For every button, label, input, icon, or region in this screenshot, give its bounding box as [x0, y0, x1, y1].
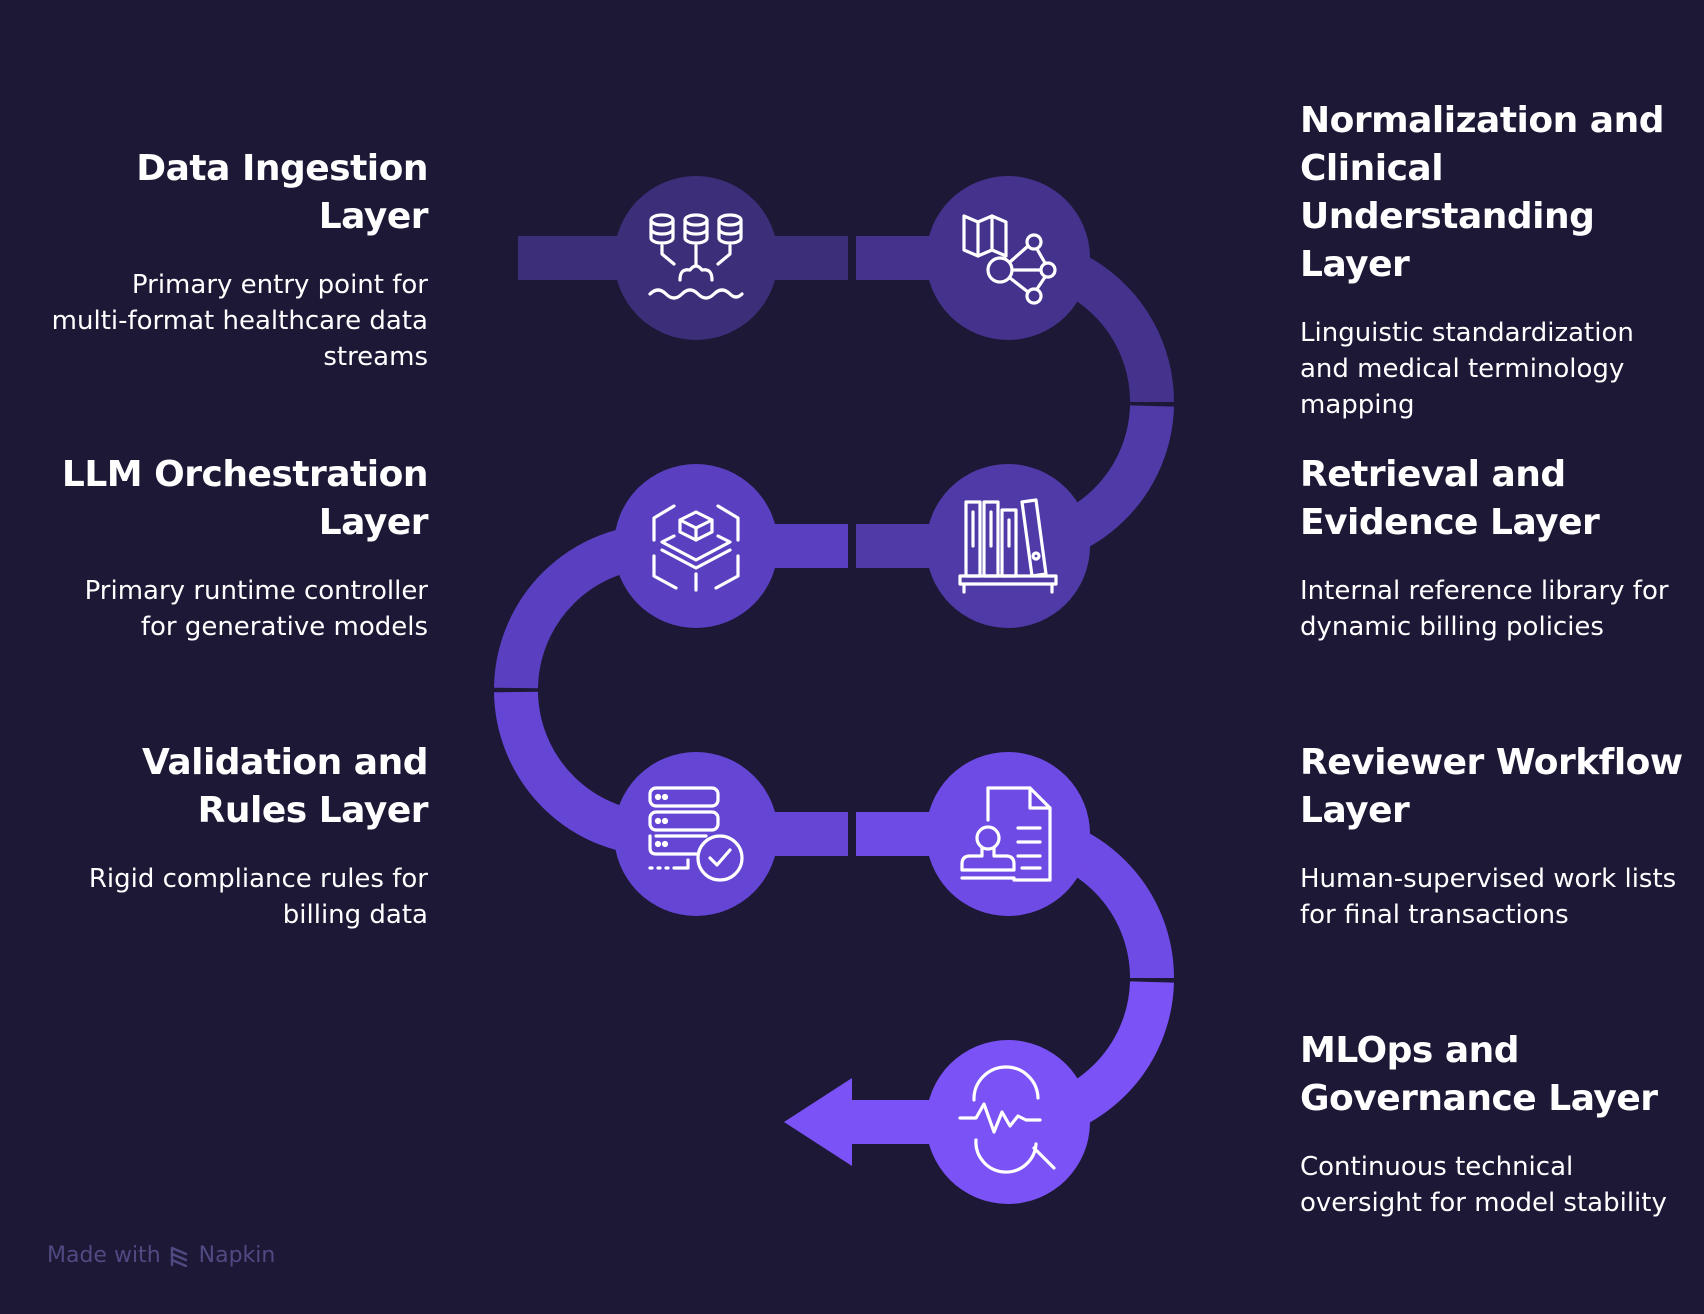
watermark-brand: Napkin	[198, 1243, 276, 1268]
layered-cube-icon	[652, 504, 740, 592]
database-ingest-icon	[648, 213, 744, 300]
document-stamp-icon	[960, 786, 1052, 882]
napkin-watermark[interactable]: Made with Napkin	[47, 1243, 275, 1268]
node-circle-4	[614, 464, 778, 628]
book-network-icon	[962, 214, 1057, 305]
napkin-logo-icon	[170, 1246, 187, 1267]
monitor-search-icon	[958, 1065, 1056, 1174]
bookshelf-icon	[958, 498, 1058, 594]
node-circle-5	[614, 752, 778, 916]
node-circle-6	[926, 752, 1090, 916]
server-check-icon	[648, 786, 744, 882]
node-circle-2	[926, 176, 1090, 340]
arrow-head	[784, 1078, 852, 1166]
watermark-prefix: Made with	[47, 1243, 161, 1268]
